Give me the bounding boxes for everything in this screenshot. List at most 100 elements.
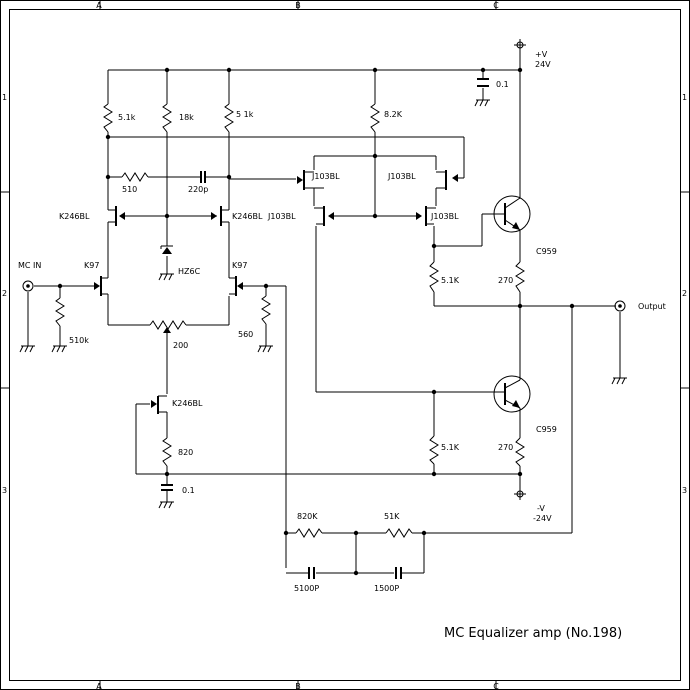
grid-row-label: 3 bbox=[682, 486, 687, 495]
resistor-label: 560 bbox=[238, 330, 253, 339]
connectors bbox=[22, 39, 626, 500]
resistor-18k bbox=[162, 103, 172, 133]
grid-col-label: A bbox=[96, 682, 102, 690]
capacitor-label: 0.1 bbox=[496, 80, 509, 89]
mc-in-jack-icon bbox=[22, 280, 34, 292]
resistor-5k1-right bbox=[224, 103, 234, 133]
fet-label: J103BL bbox=[387, 172, 416, 181]
capacitor-1500p bbox=[395, 567, 402, 579]
ground-icon bbox=[474, 99, 490, 107]
grid-col-label: A bbox=[96, 1, 102, 10]
bjt-label: C959 bbox=[536, 247, 557, 256]
output-jack-icon bbox=[614, 300, 626, 312]
fet-j103-bottom-right bbox=[416, 206, 436, 226]
resistor-51k bbox=[385, 528, 413, 538]
fet-label: J103BL bbox=[267, 212, 296, 221]
grid-row-label: 3 bbox=[2, 486, 7, 495]
resistor-200-pot bbox=[149, 320, 187, 330]
resistor-5k1-left bbox=[103, 103, 113, 133]
junction-dots bbox=[57, 67, 575, 576]
fet-k97-left bbox=[94, 276, 109, 296]
resistor-560 bbox=[261, 295, 271, 325]
resistor-label: 510k bbox=[69, 336, 89, 345]
component-labels: +V 24V -V -24V MC IN Output 5.1k 18k 5 1… bbox=[18, 50, 666, 593]
ground-icon bbox=[611, 377, 627, 385]
plus-v-terminal-icon bbox=[514, 39, 526, 51]
capacitor-bottom-0-1 bbox=[161, 484, 173, 491]
bjt-symbols bbox=[493, 195, 531, 413]
bjt-c959-upper bbox=[493, 195, 531, 233]
resistor-820k bbox=[295, 528, 323, 538]
resistor-270-up bbox=[515, 261, 525, 293]
capacitor-top-0-1 bbox=[477, 78, 489, 87]
pot-wiper-arrow bbox=[163, 327, 171, 336]
zener-label: HZ6C bbox=[178, 267, 201, 276]
resistor-label: 5.1K bbox=[441, 443, 460, 452]
ground-icon bbox=[158, 501, 174, 509]
capacitor-5100p bbox=[308, 567, 315, 579]
resistor-820 bbox=[162, 437, 172, 467]
resistor-label: 270 bbox=[498, 443, 513, 452]
grid-row-label: 2 bbox=[682, 289, 687, 298]
output-label: Output bbox=[638, 302, 666, 311]
resistor-510k bbox=[55, 297, 65, 327]
fet-j103-bottom-left bbox=[314, 206, 334, 226]
resistor-label: 5.1k bbox=[118, 113, 136, 122]
resistor-label: 200 bbox=[173, 341, 188, 350]
resistor-label: 820 bbox=[178, 448, 193, 457]
grid-col-label: B bbox=[295, 1, 301, 10]
grid-row-label: 1 bbox=[682, 93, 687, 102]
fet-j103-top-right bbox=[436, 170, 458, 190]
ground-icon bbox=[19, 345, 35, 353]
resistor-label: 18k bbox=[179, 113, 194, 122]
fet-label: K246BL bbox=[232, 212, 263, 221]
fet-k97-right bbox=[229, 276, 243, 296]
resistor-5k1-up bbox=[429, 261, 439, 293]
minus-v-terminal-icon bbox=[514, 488, 526, 500]
input-label: MC IN bbox=[18, 261, 41, 270]
grid-row-label: 2 bbox=[2, 289, 7, 298]
fet-label: K246BL bbox=[59, 212, 90, 221]
capacitor-label: 0.1 bbox=[182, 486, 195, 495]
grid-row-label: 1 bbox=[2, 93, 7, 102]
resistor-label: 5.1K bbox=[441, 276, 460, 285]
schematic-title: MC Equalizer amp (No.198) bbox=[444, 626, 622, 641]
bjt-label: C959 bbox=[536, 425, 557, 434]
resistor-label: 8.2K bbox=[384, 110, 403, 119]
ground-symbols bbox=[19, 99, 627, 509]
fet-symbols bbox=[94, 170, 458, 414]
capacitor-220p bbox=[200, 171, 206, 183]
capacitors bbox=[161, 78, 489, 579]
fet-label: K246BL bbox=[172, 399, 203, 408]
grid-col-label: C bbox=[493, 682, 499, 690]
resistor-label: 270 bbox=[498, 276, 513, 285]
power-minus-label: -V bbox=[537, 504, 545, 513]
zener-diode-symbol bbox=[160, 245, 173, 254]
bjt-c959-lower bbox=[493, 375, 531, 413]
fet-j103-top-left bbox=[297, 170, 314, 190]
resistor-label: 5 1k bbox=[236, 110, 254, 119]
resistor-label: 510 bbox=[122, 185, 137, 194]
resistor-270-dn bbox=[515, 437, 525, 467]
capacitor-label: 5100P bbox=[294, 584, 319, 593]
fet-k246-right bbox=[211, 206, 230, 228]
resistors bbox=[55, 103, 525, 538]
grid-col-label: B bbox=[295, 682, 301, 690]
fet-k246-ccs bbox=[151, 395, 168, 414]
power-plus-label: +V bbox=[535, 50, 548, 59]
ground-icon bbox=[158, 273, 174, 281]
fet-k246-left bbox=[107, 206, 126, 228]
resistor-8k2 bbox=[370, 103, 380, 133]
capacitor-label: 1500P bbox=[374, 584, 399, 593]
ground-icon bbox=[257, 345, 273, 353]
resistor-label: 51K bbox=[384, 512, 400, 521]
grid-col-label: C bbox=[493, 1, 499, 10]
fet-label: K97 bbox=[84, 261, 99, 270]
fet-label: J103BL bbox=[430, 212, 459, 221]
fet-label: J103BL bbox=[311, 172, 340, 181]
resistor-label: 820K bbox=[297, 512, 318, 521]
capacitor-label: 220p bbox=[188, 185, 208, 194]
